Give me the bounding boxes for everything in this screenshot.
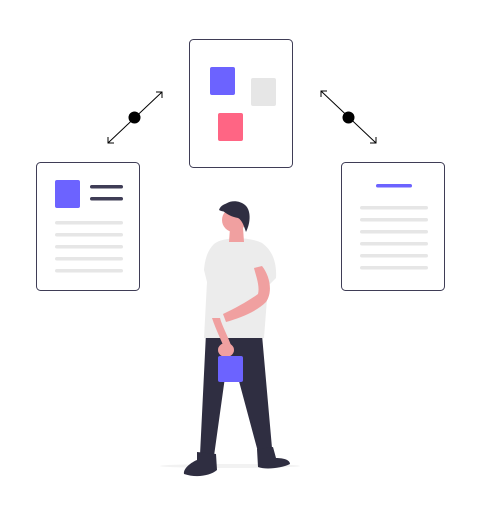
top-card: [189, 39, 293, 168]
purple-block-icon: [210, 67, 235, 95]
left-card-text-line: [55, 221, 123, 225]
right-card: [341, 162, 445, 291]
left-connector-dot: [128, 111, 141, 124]
left-card-text-line: [55, 233, 123, 237]
person-shirt: [204, 238, 277, 338]
right-card-text-line: [360, 206, 428, 210]
right-connector-dot: [342, 111, 355, 124]
right-card-text-line: [360, 230, 428, 234]
right-card-frame: [341, 162, 445, 291]
pink-block-icon: [218, 113, 243, 141]
right-arrow-head-up-icon: [320, 90, 327, 97]
left-arrow-head-up-icon: [156, 91, 163, 98]
gray-block-icon: [251, 78, 276, 106]
left-card-text-line: [55, 245, 123, 249]
left-card-text-line: [55, 269, 123, 273]
top-card-frame: [189, 39, 293, 168]
right-card-text-line: [360, 218, 428, 222]
right-arrow-head-down-icon: [370, 137, 377, 144]
right-card-title-line: [376, 184, 412, 188]
tablet-icon: [218, 356, 243, 382]
person-illustration: [160, 201, 300, 477]
person-left-shoe: [183, 452, 217, 477]
profile-image-icon: [55, 180, 80, 208]
left-card-text-line: [55, 257, 123, 261]
person-forearm: [212, 318, 232, 352]
left-card-subheading-line: [90, 197, 123, 201]
right-card-text-line: [360, 254, 428, 258]
left-card-heading-line: [90, 185, 123, 189]
person-right-shoe: [257, 447, 290, 469]
left-arrow-head-down-icon: [107, 137, 114, 144]
right-card-text-line: [360, 242, 428, 246]
right-connector-arrow: [320, 90, 377, 144]
left-card: [36, 162, 140, 291]
left-connector-arrow: [107, 91, 163, 144]
person-front-arm: [223, 266, 270, 322]
right-card-text-line: [360, 266, 428, 270]
person-hair-front: [219, 203, 234, 212]
person-pants: [200, 333, 272, 456]
